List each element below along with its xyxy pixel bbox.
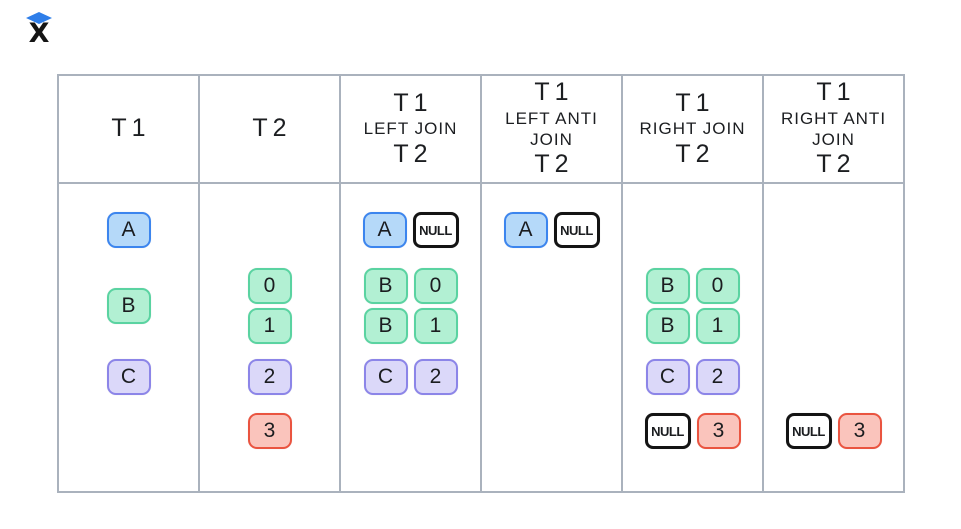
header-line: T2 xyxy=(252,114,292,143)
header-line: LEFT ANTI xyxy=(505,108,598,128)
header-line: RIGHT JOIN xyxy=(639,119,746,139)
header-line: T1 xyxy=(675,88,715,117)
result-row: B xyxy=(59,288,198,324)
result-row: C xyxy=(59,359,198,395)
value-chip-null: NULL xyxy=(644,413,691,449)
result-row: 2 xyxy=(200,359,339,395)
value-chip-a: A xyxy=(106,212,151,248)
header-line: LEFT JOIN xyxy=(363,119,458,139)
header-line: T2 xyxy=(534,150,574,179)
result-row: 0 xyxy=(200,268,339,304)
result-row: A xyxy=(59,212,198,248)
value-chip-0: 0 xyxy=(695,268,740,304)
value-chip-null: NULL xyxy=(785,413,832,449)
value-chip-c: C xyxy=(645,359,690,395)
result-row: 1 xyxy=(200,308,339,344)
value-chip-1: 1 xyxy=(247,308,292,344)
column-header-t2: T2 xyxy=(200,76,341,182)
value-chip-b: B xyxy=(106,288,151,324)
header-line: T1 xyxy=(816,78,856,107)
value-chip-1: 1 xyxy=(695,308,740,344)
column-body-t2: 0 1 2 3 xyxy=(200,184,341,491)
result-row: 3 xyxy=(200,413,339,449)
value-chip-a: A xyxy=(503,212,548,248)
header-line: T1 xyxy=(111,114,151,143)
value-chip-null: NULL xyxy=(553,212,600,248)
value-chip-0: 0 xyxy=(247,268,292,304)
header-line: RIGHT ANTI xyxy=(780,108,887,128)
value-chip-c: C xyxy=(363,359,408,395)
value-chip-1: 1 xyxy=(413,308,458,344)
header-line: T1 xyxy=(534,78,574,107)
header-line: T1 xyxy=(393,88,433,117)
value-chip-a: A xyxy=(362,212,407,248)
value-chip-3: 3 xyxy=(837,413,882,449)
header-line: T2 xyxy=(675,139,715,168)
diamond-icon xyxy=(26,12,52,24)
value-chip-c: C xyxy=(106,359,151,395)
header-line: T2 xyxy=(393,139,433,168)
brand-logo: X xyxy=(26,12,52,48)
value-chip-3: 3 xyxy=(247,413,292,449)
header-line: T2 xyxy=(816,150,856,179)
value-chip-0: 0 xyxy=(413,268,458,304)
logo-x-glyph: X xyxy=(28,18,50,49)
column-header-t1: T1 xyxy=(59,76,200,182)
value-chip-2: 2 xyxy=(247,359,292,395)
value-chip-2: 2 xyxy=(413,359,458,395)
value-chip-2: 2 xyxy=(695,359,740,395)
value-chip-b: B xyxy=(645,308,690,344)
value-chip-3: 3 xyxy=(696,413,741,449)
header-line: JOIN xyxy=(530,130,573,149)
header-line: JOIN xyxy=(812,130,855,149)
value-chip-b: B xyxy=(363,308,408,344)
value-chip-b: B xyxy=(363,268,408,304)
value-chip-b: B xyxy=(645,268,690,304)
value-chip-null: NULL xyxy=(412,212,459,248)
